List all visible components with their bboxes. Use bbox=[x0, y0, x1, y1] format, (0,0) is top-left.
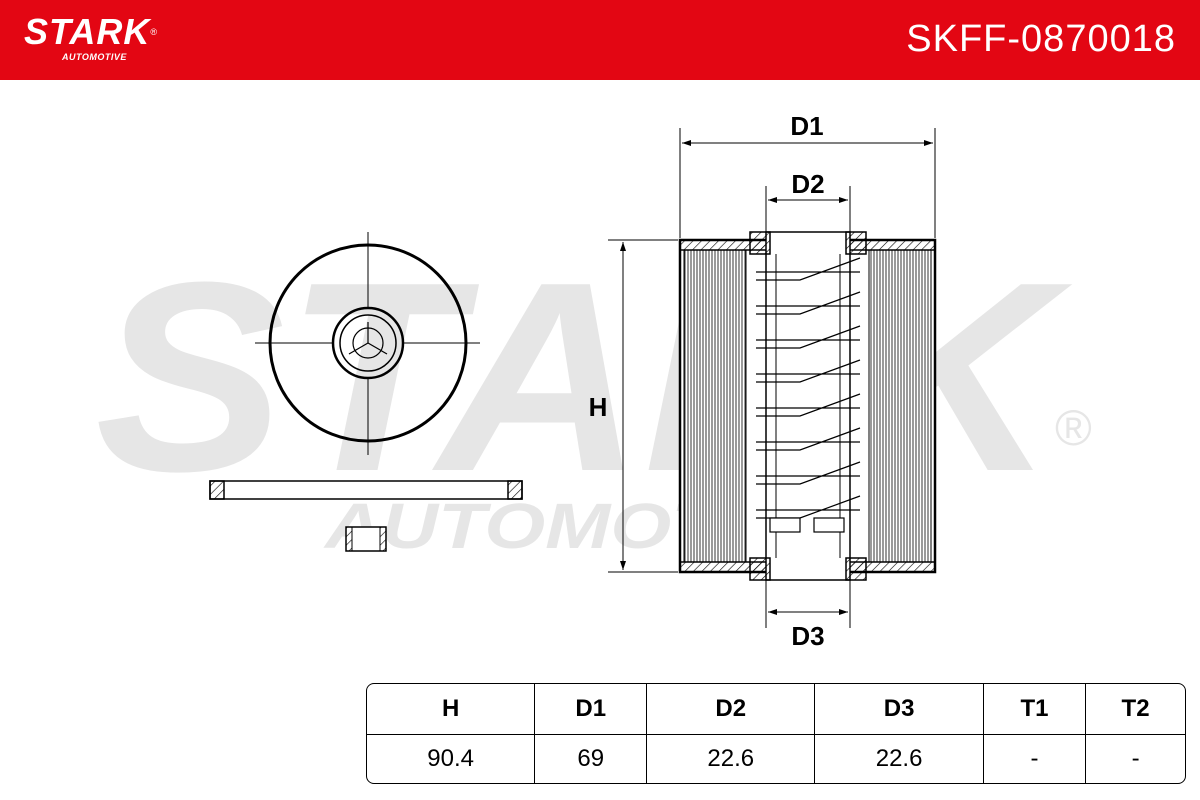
dimension-d3: D3 bbox=[765, 580, 851, 651]
specs-header-row: H D1 D2 D3 T1 T2 bbox=[367, 684, 1185, 735]
part-number: SKFF-0870018 bbox=[906, 18, 1176, 60]
header-bar: STARK® AUTOMOTIVE SKFF-0870018 bbox=[0, 0, 1200, 80]
value-d3: 22.6 bbox=[815, 735, 984, 783]
h-label: H bbox=[589, 392, 608, 422]
value-d1: 69 bbox=[535, 735, 648, 783]
specs-table: H D1 D2 D3 T1 T2 90.4 69 22.6 22.6 - - bbox=[366, 683, 1186, 784]
dimension-d2: D2 bbox=[765, 169, 851, 232]
header-h: H bbox=[367, 684, 536, 735]
dimension-d1: D1 bbox=[679, 111, 936, 238]
d1-label: D1 bbox=[790, 111, 823, 141]
watermark-registered: ® bbox=[1055, 400, 1092, 456]
value-d2: 22.6 bbox=[647, 735, 816, 783]
header-d1: D1 bbox=[535, 684, 648, 735]
d2-label: D2 bbox=[791, 169, 824, 199]
header-d3: D3 bbox=[815, 684, 984, 735]
small-o-ring bbox=[345, 526, 387, 552]
d3-label: D3 bbox=[791, 621, 824, 651]
header-t2: T2 bbox=[1086, 684, 1185, 735]
logo-registered: ® bbox=[150, 27, 158, 37]
logo-brand: STARK bbox=[24, 11, 151, 52]
filter-side-view bbox=[678, 231, 937, 581]
sealing-ring bbox=[209, 480, 523, 500]
value-t2: - bbox=[1131, 745, 1140, 772]
brand-logo: STARK® AUTOMOTIVE bbox=[24, 11, 158, 63]
header-d2: D2 bbox=[647, 684, 816, 735]
logo-sub: AUTOMOTIVE bbox=[62, 52, 127, 62]
filter-top-view bbox=[255, 232, 480, 455]
specs-value-row: 90.4 69 22.6 22.6 - - bbox=[367, 735, 1185, 783]
header-t1: T1 bbox=[983, 684, 1087, 735]
value-t1: - bbox=[984, 735, 1087, 783]
dimension-h: H bbox=[589, 239, 678, 573]
value-h: 90.4 bbox=[367, 735, 536, 783]
